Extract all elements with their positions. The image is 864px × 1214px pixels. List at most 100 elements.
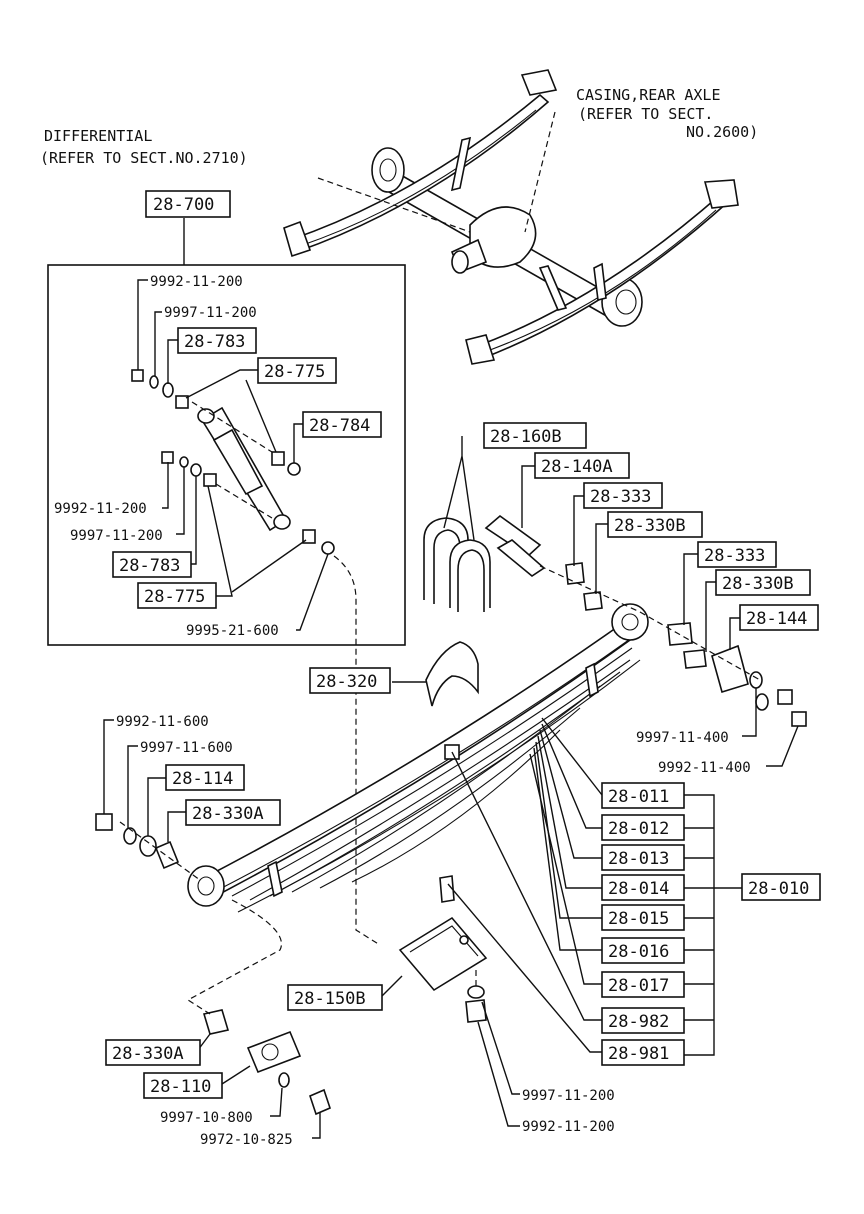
part-number-28-783-a: 28-783 [184, 332, 245, 352]
front-hanger-dash [119, 821, 201, 881]
label-box-28-013[interactable] [601, 844, 685, 871]
part-number-28-775-b: 28-775 [144, 587, 205, 607]
casing-note-line3: NO.2600) [686, 123, 758, 141]
part-number-28-150b: 28-150B [294, 989, 366, 1009]
leader-28-330aa [167, 811, 186, 842]
shock-absorber-group-frame [47, 264, 406, 646]
leaf-spring-illustration [187, 603, 649, 913]
part-number-28-784: 28-784 [309, 416, 370, 436]
leader-9997-10-800 [270, 1087, 283, 1117]
leader-28-160b [443, 436, 475, 541]
part-number-9997-11-200-c: 9997-11-200 [522, 1088, 615, 1104]
label-box-28-330a-b[interactable] [105, 1039, 201, 1066]
part-number-28-015: 28-015 [608, 909, 669, 929]
label-box-28-784[interactable] [302, 411, 382, 438]
leader-28-013 [539, 729, 602, 859]
label-box-28-012[interactable] [601, 814, 685, 841]
label-box-28-333-a[interactable] [583, 482, 663, 509]
label-box-28-010[interactable] [741, 873, 821, 901]
leader-28-981 [447, 883, 602, 1053]
leader-28-775-a1 [185, 369, 258, 399]
label-box-28-700[interactable] [145, 190, 231, 218]
label-box-28-330b-a[interactable] [607, 511, 703, 538]
u-bolts-illustration [423, 517, 491, 612]
leader-28-775-b1 [207, 485, 233, 597]
label-box-28-016[interactable] [601, 937, 685, 964]
label-box-28-330a-a[interactable] [185, 799, 281, 826]
part-number-28-330a-b: 28-330A [112, 1044, 184, 1064]
label-box-28-981[interactable] [601, 1039, 685, 1066]
shock-mount-dash [333, 555, 381, 946]
leader-9997-11-400 [742, 688, 757, 737]
leader-28-783-b [190, 476, 197, 565]
part-number-28-114: 28-114 [172, 769, 233, 789]
part-number-28-013: 28-013 [608, 849, 669, 869]
part-number-28-333-b: 28-333 [704, 546, 765, 566]
part-number-28-016: 28-016 [608, 942, 669, 962]
part-number-9992-11-200-a: 9992-11-200 [150, 274, 243, 290]
group-bracket-ticks [684, 827, 714, 1021]
part-number-9995-21-600: 9995-21-600 [186, 623, 279, 639]
label-box-28-011[interactable] [601, 782, 685, 809]
part-number-28-330b-b: 28-330B [722, 574, 794, 594]
label-box-28-017[interactable] [601, 971, 685, 998]
label-box-28-330b-b[interactable] [715, 569, 811, 596]
part-number-28-783-b: 28-783 [119, 556, 180, 576]
leader-9997-11-200-a [154, 311, 162, 376]
leader-9997-11-200-c [481, 1001, 520, 1095]
leader-28-140a [521, 465, 538, 528]
leader-9995-21-600 [296, 553, 329, 631]
part-number-28-981: 28-981 [608, 1044, 669, 1064]
part-number-28-330b-a: 28-330B [614, 516, 686, 536]
leader-28-784 [293, 423, 303, 463]
leader-9992-11-200-a [137, 279, 148, 370]
rear-axle-assembly-illustration [283, 69, 739, 365]
part-number-9992-11-600: 9992-11-600 [116, 714, 209, 730]
label-box-28-160b[interactable] [483, 422, 587, 449]
differential-leader [317, 177, 471, 233]
spring-plate-illustration [398, 875, 488, 1023]
leader-28-014 [537, 735, 602, 889]
label-box-28-783-a[interactable] [177, 327, 257, 354]
front-hanger-parts-illustration [95, 813, 180, 870]
label-box-28-144[interactable] [739, 604, 819, 631]
leader-28-330ba [595, 523, 608, 594]
label-box-28-775-a[interactable] [257, 357, 337, 384]
casing-note-line2: (REFER TO SECT. [578, 105, 713, 123]
part-number-28-011: 28-011 [608, 787, 669, 807]
label-box-28-114[interactable] [165, 764, 245, 791]
part-number-9992-11-200-b: 9992-11-200 [54, 501, 147, 517]
part-number-28-140a: 28-140A [541, 457, 613, 477]
label-box-28-150b[interactable] [287, 984, 383, 1011]
label-box-28-110[interactable] [143, 1072, 223, 1099]
spring-seat-illustration [425, 641, 479, 707]
leader-28-333a [573, 495, 584, 566]
label-box-28-014[interactable] [601, 874, 685, 901]
rear-shackle-parts-illustration [202, 1009, 331, 1116]
leader-9997-11-600 [127, 745, 138, 828]
label-box-28-140a[interactable] [534, 452, 630, 479]
leader-28-012 [541, 723, 602, 829]
leader-9992-11-200-b [162, 462, 169, 509]
part-number-9997-11-400: 9997-11-400 [636, 730, 729, 746]
part-number-9997-11-600: 9997-11-600 [140, 740, 233, 756]
shock-dash-upper [191, 401, 273, 453]
differential-note-line1: DIFFERENTIAL [44, 127, 152, 145]
label-box-28-333-b[interactable] [697, 541, 777, 568]
label-box-28-783-b[interactable] [112, 551, 192, 578]
label-box-28-982[interactable] [601, 1007, 685, 1034]
part-number-28-144: 28-144 [746, 609, 807, 629]
label-box-28-320[interactable] [309, 667, 391, 694]
label-box-28-015[interactable] [601, 904, 685, 931]
label-box-28-775-b[interactable] [137, 582, 217, 609]
casing-leader [524, 111, 556, 233]
leader-28-775-b2 [231, 539, 307, 593]
leader-9997-11-200-b [176, 467, 185, 535]
group-bracket [684, 794, 715, 1056]
leader-28-015 [535, 741, 602, 919]
part-number-9992-11-400: 9992-11-400 [658, 760, 751, 776]
part-number-28-982: 28-982 [608, 1012, 669, 1032]
leader-28-110 [221, 1065, 251, 1085]
leader-28-783-a [167, 339, 178, 384]
